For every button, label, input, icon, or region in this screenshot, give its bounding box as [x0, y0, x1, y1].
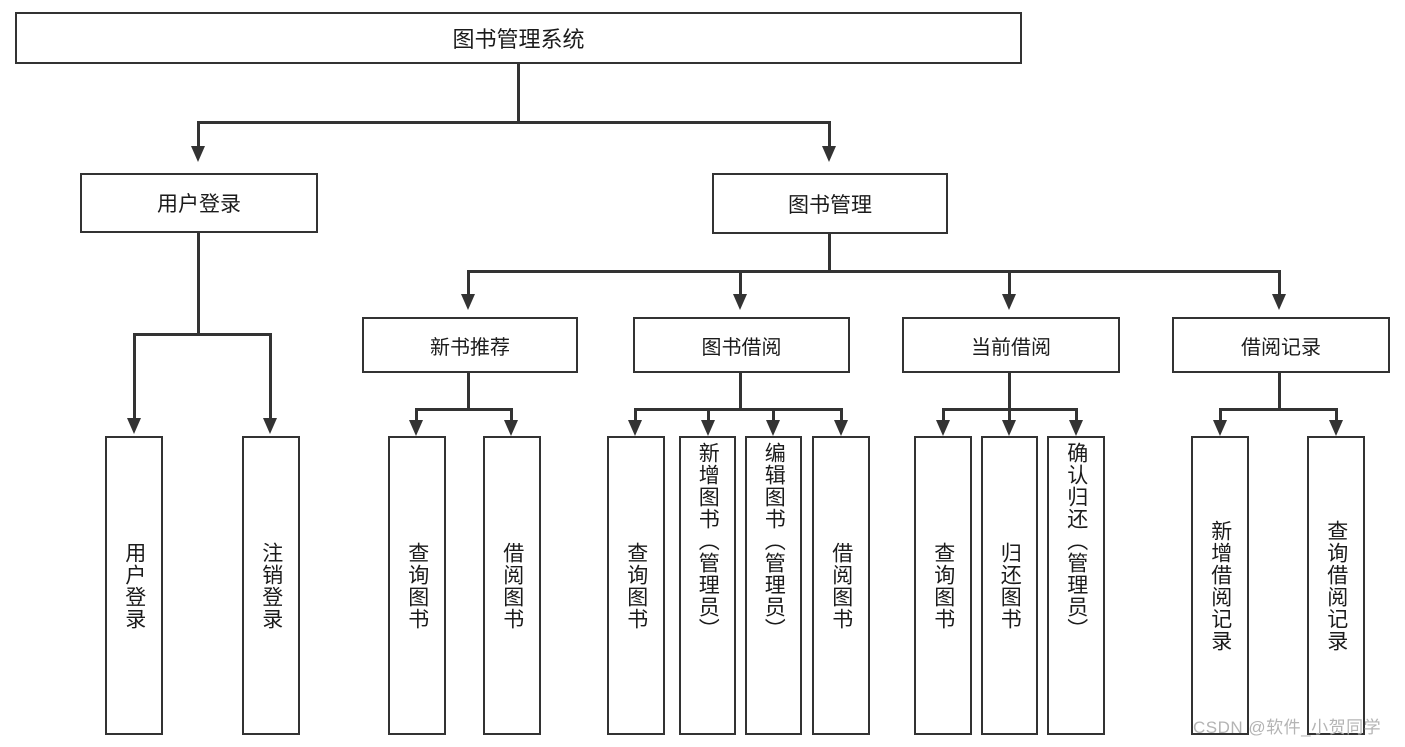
leaf-current-borrow-1[interactable]: 归还图书: [981, 436, 1038, 735]
leaf-book-borrow-2[interactable]: 编辑图书（管理员）: [745, 436, 802, 735]
connector-book-borrow-leaf-1: [707, 408, 710, 422]
leaf-current-borrow-0-label: 查询图书: [931, 541, 955, 630]
connector-book-mgmt-bus: [467, 270, 1281, 273]
arrow-book-mgmt-to-borrow-record: [1272, 294, 1286, 310]
connector-book-borrow-leaf-0: [634, 408, 637, 422]
connector-root-bus: [197, 121, 830, 124]
arrow-book-borrow-leaf-1: [701, 420, 715, 436]
connector-new-book-stem: [467, 373, 470, 411]
leaf-user-login-1[interactable]: 注销登录: [242, 436, 300, 735]
arrow-book-borrow-leaf-0: [628, 420, 642, 436]
leaf-book-borrow-0-label: 查询图书: [624, 541, 648, 630]
connector-book-mgmt-to-book-borrow: [739, 270, 742, 296]
connector-current-borrow-leaf-0: [942, 408, 945, 422]
leaf-current-borrow-1-label: 归还图书: [998, 541, 1022, 630]
arrow-current-borrow-leaf-2: [1069, 420, 1083, 436]
arrow-book-mgmt-to-book-borrow: [733, 294, 747, 310]
arrow-new-book-leaf-1: [504, 420, 518, 436]
leaf-book-borrow-0[interactable]: 查询图书: [607, 436, 665, 735]
csdn-watermark-text: CSDN @软件_小贺同学: [1193, 718, 1382, 737]
node-borrow-record[interactable]: 借阅记录: [1172, 317, 1390, 373]
leaf-book-borrow-3[interactable]: 借阅图书: [812, 436, 870, 735]
connector-new-book-leaf-1: [510, 408, 513, 422]
arrow-book-mgmt-to-new-book: [461, 294, 475, 310]
leaf-current-borrow-2[interactable]: 确认归还（管理员）: [1047, 436, 1105, 735]
node-book-management-label: 图书管理: [788, 193, 872, 217]
node-new-book-recommend[interactable]: 新书推荐: [362, 317, 578, 373]
arrow-borrow-record-leaf-1: [1329, 420, 1343, 436]
connector-borrow-record-bus: [1219, 408, 1337, 411]
connector-book-mgmt-stem: [828, 234, 831, 272]
connector-book-mgmt-to-borrow-record: [1278, 270, 1281, 296]
arrow-borrow-record-leaf-0: [1213, 420, 1227, 436]
connector-current-borrow-stem: [1008, 373, 1011, 411]
node-book-borrow[interactable]: 图书借阅: [633, 317, 850, 373]
arrow-root-to-user-login: [191, 146, 205, 162]
leaf-book-borrow-1-label: 新增图书（管理员）: [696, 442, 720, 640]
leaf-current-borrow-2-label: 确认归还（管理员）: [1064, 442, 1088, 640]
arrow-new-book-leaf-0: [409, 420, 423, 436]
leaf-user-login-1-label: 注销登录: [259, 541, 283, 630]
node-book-borrow-label: 图书借阅: [701, 336, 782, 359]
leaf-book-borrow-3-label: 借阅图书: [829, 541, 853, 630]
connector-current-borrow-leaf-1: [1008, 408, 1011, 422]
leaf-new-book-0-label: 查询图书: [405, 541, 429, 630]
node-root-label: 图书管理系统: [452, 27, 585, 52]
connector-book-mgmt-to-current-borrow: [1008, 270, 1011, 296]
node-user-login[interactable]: 用户登录: [80, 173, 318, 233]
connector-new-book-bus: [415, 408, 513, 411]
arrow-book-mgmt-to-current-borrow: [1002, 294, 1016, 310]
leaf-new-book-0[interactable]: 查询图书: [388, 436, 446, 735]
connector-root-to-user-login: [197, 121, 200, 148]
connector-borrow-record-leaf-0: [1219, 408, 1222, 422]
node-user-login-label: 用户登录: [157, 193, 241, 216]
leaf-user-login-0-label: 用户登录: [122, 541, 146, 630]
node-borrow-record-label: 借阅记录: [1241, 336, 1321, 359]
connector-user-login-stem: [197, 233, 200, 335]
arrow-user-login-leaf-1: [263, 418, 277, 434]
leaf-user-login-0[interactable]: 用户登录: [105, 436, 163, 735]
connector-root-stem: [517, 64, 520, 123]
leaf-borrow-record-0[interactable]: 新增借阅记录: [1191, 436, 1249, 735]
node-book-management[interactable]: 图书管理: [712, 173, 948, 234]
leaf-borrow-record-1[interactable]: 查询借阅记录: [1307, 436, 1365, 735]
connector-book-borrow-leaf-2: [772, 408, 775, 422]
leaf-book-borrow-1[interactable]: 新增图书（管理员）: [679, 436, 736, 735]
node-root-system[interactable]: 图书管理系统: [15, 12, 1022, 64]
connector-user-login-leaf-0: [133, 333, 136, 420]
connector-book-mgmt-to-new-book: [467, 270, 470, 296]
leaf-current-borrow-0[interactable]: 查询图书: [914, 436, 972, 735]
node-current-borrow[interactable]: 当前借阅: [902, 317, 1120, 373]
leaf-new-book-1[interactable]: 借阅图书: [483, 436, 541, 735]
arrow-current-borrow-leaf-0: [936, 420, 950, 436]
leaf-new-book-1-label: 借阅图书: [500, 541, 524, 630]
leaf-book-borrow-2-label: 编辑图书（管理员）: [762, 442, 786, 640]
connector-root-to-book-mgmt: [828, 121, 831, 148]
arrow-user-login-leaf-0: [127, 418, 141, 434]
connector-user-login-bus: [133, 333, 272, 336]
connector-user-login-leaf-1: [269, 333, 272, 420]
leaf-borrow-record-0-label: 新增借阅记录: [1208, 519, 1232, 652]
connector-new-book-leaf-0: [415, 408, 418, 422]
connector-book-borrow-leaf-3: [840, 408, 843, 422]
arrow-book-borrow-leaf-3: [834, 420, 848, 436]
leaf-borrow-record-1-label: 查询借阅记录: [1324, 519, 1348, 652]
csdn-watermark: CSDN @软件_小贺同学: [1193, 713, 1381, 738]
node-new-book-recommend-label: 新书推荐: [430, 336, 510, 359]
node-current-borrow-label: 当前借阅: [971, 336, 1051, 359]
connector-book-borrow-bus: [634, 408, 842, 411]
arrow-root-to-book-mgmt: [822, 146, 836, 162]
connector-book-borrow-stem: [739, 373, 742, 411]
connector-borrow-record-leaf-1: [1335, 408, 1338, 422]
connector-current-borrow-leaf-2: [1075, 408, 1078, 422]
connector-borrow-record-stem: [1278, 373, 1281, 411]
arrow-book-borrow-leaf-2: [766, 420, 780, 436]
arrow-current-borrow-leaf-1: [1002, 420, 1016, 436]
